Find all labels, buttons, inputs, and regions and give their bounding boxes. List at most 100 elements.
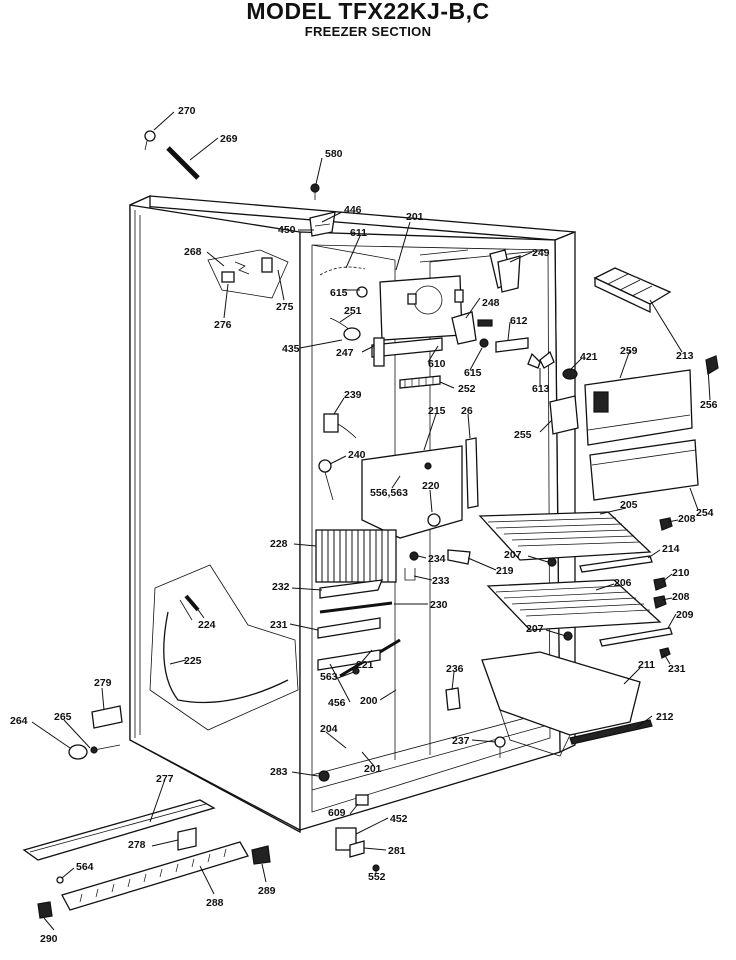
callout-450: 450 bbox=[278, 224, 296, 236]
callout-452: 452 bbox=[390, 813, 408, 825]
freezer-cabinet bbox=[129, 194, 576, 834]
callout-204: 204 bbox=[320, 723, 338, 735]
part-214-shelf-rail-upper bbox=[579, 555, 653, 573]
part-206-wire-shelf-lower bbox=[486, 579, 662, 631]
part-207-spacer-upper bbox=[547, 557, 557, 567]
part-208-clip-upper bbox=[659, 517, 673, 531]
callout-208-lower: 208 bbox=[672, 591, 690, 603]
callout-231-left: 231 bbox=[270, 619, 288, 631]
callout-248: 248 bbox=[482, 297, 500, 309]
callout-435: 435 bbox=[282, 343, 300, 355]
callout-563: 563 bbox=[320, 671, 338, 683]
callout-421: 421 bbox=[580, 351, 598, 363]
part-208-clip-lower bbox=[653, 595, 667, 609]
callout-207-lower: 207 bbox=[526, 623, 544, 635]
part-278-leveler bbox=[177, 827, 197, 851]
part-201-cover-upper bbox=[379, 249, 469, 341]
callout-268: 268 bbox=[184, 246, 202, 258]
part-219-hinge bbox=[447, 549, 471, 565]
callout-259: 259 bbox=[620, 345, 638, 357]
callout-labels: 270 269 580 446 450 201 611 249 268 615 … bbox=[10, 105, 718, 945]
part-265-axle bbox=[90, 744, 121, 754]
part-609-bracket bbox=[355, 794, 369, 806]
callout-240: 240 bbox=[348, 449, 366, 461]
part-270-screw bbox=[144, 130, 156, 151]
callout-201-top: 201 bbox=[406, 211, 424, 223]
part-249-bracket bbox=[489, 249, 521, 293]
callout-228: 228 bbox=[270, 538, 288, 550]
part-421-plug bbox=[562, 368, 578, 380]
callout-612: 612 bbox=[510, 315, 528, 327]
callout-205: 205 bbox=[620, 499, 638, 511]
callout-201-bottom: 201 bbox=[364, 763, 382, 775]
callout-251: 251 bbox=[344, 305, 362, 317]
part-228-evaporator bbox=[315, 529, 397, 583]
part-279-bracket bbox=[91, 705, 123, 729]
callout-219: 219 bbox=[496, 565, 514, 577]
callout-264: 264 bbox=[10, 715, 28, 727]
part-256-clip bbox=[705, 355, 719, 375]
callout-254: 254 bbox=[696, 507, 714, 519]
part-254-panel bbox=[589, 439, 699, 501]
callout-206: 206 bbox=[614, 577, 632, 589]
part-248-fan-motor bbox=[451, 311, 493, 345]
callout-610: 610 bbox=[428, 358, 446, 370]
part-615-grommet bbox=[479, 338, 489, 348]
part-564-screw bbox=[56, 876, 64, 884]
callout-255: 255 bbox=[514, 429, 532, 441]
part-456-liner-strip bbox=[317, 649, 381, 671]
part-205-wire-shelf-upper bbox=[478, 511, 652, 561]
callout-212: 212 bbox=[656, 711, 674, 723]
part-213-ice-tray bbox=[593, 267, 672, 314]
callout-276: 276 bbox=[214, 319, 232, 331]
callout-580: 580 bbox=[325, 148, 343, 160]
part-289-clip bbox=[251, 845, 271, 865]
part-211-basket bbox=[481, 651, 641, 757]
callout-231-right: 231 bbox=[668, 663, 686, 675]
part-207-spacer-lower bbox=[563, 631, 573, 641]
part-231-channel bbox=[317, 617, 381, 639]
callout-233: 233 bbox=[432, 575, 450, 587]
part-240-timer bbox=[318, 459, 334, 501]
callout-200: 200 bbox=[360, 695, 378, 707]
callout-221: 221 bbox=[356, 659, 374, 671]
callout-279: 279 bbox=[94, 677, 112, 689]
callout-207-upper: 207 bbox=[504, 549, 522, 561]
callout-290: 290 bbox=[40, 933, 58, 945]
part-255-plate bbox=[549, 395, 579, 435]
callout-278: 278 bbox=[128, 839, 146, 851]
cabinet-left-panel bbox=[129, 204, 301, 832]
callout-256: 256 bbox=[700, 399, 718, 411]
part-264-roller bbox=[68, 744, 88, 760]
callout-213: 213 bbox=[676, 350, 694, 362]
callout-556-563: 556,563 bbox=[370, 487, 408, 499]
callout-552: 552 bbox=[368, 871, 386, 883]
callout-281: 281 bbox=[388, 845, 406, 857]
part-259-shelf-panel bbox=[584, 369, 693, 446]
callout-615-top: 615 bbox=[330, 287, 348, 299]
part-288-base-grille bbox=[61, 841, 249, 911]
callout-230: 230 bbox=[430, 599, 448, 611]
callout-214: 214 bbox=[662, 543, 680, 555]
callout-247: 247 bbox=[336, 347, 354, 359]
callout-283: 283 bbox=[270, 766, 288, 778]
part-277-toe-rail bbox=[22, 799, 216, 861]
callout-564: 564 bbox=[76, 861, 94, 873]
part-234-grommet bbox=[409, 551, 419, 561]
part-236-hinge bbox=[445, 687, 461, 711]
callout-446: 446 bbox=[344, 204, 362, 216]
callout-277: 277 bbox=[156, 773, 174, 785]
part-251-wire bbox=[329, 317, 361, 341]
part-283-caster bbox=[318, 770, 330, 782]
part-232-drain-trough bbox=[319, 579, 384, 599]
callout-215: 215 bbox=[428, 405, 446, 417]
model-title: MODEL TFX22KJ-B,C bbox=[246, 0, 490, 24]
callout-236: 236 bbox=[446, 663, 464, 675]
part-446-bracket bbox=[309, 211, 336, 237]
part-269-rod bbox=[166, 146, 200, 180]
part-233-clip bbox=[404, 568, 416, 581]
callout-456: 456 bbox=[328, 697, 346, 709]
callout-211: 211 bbox=[638, 659, 655, 671]
callout-609: 609 bbox=[328, 807, 346, 819]
